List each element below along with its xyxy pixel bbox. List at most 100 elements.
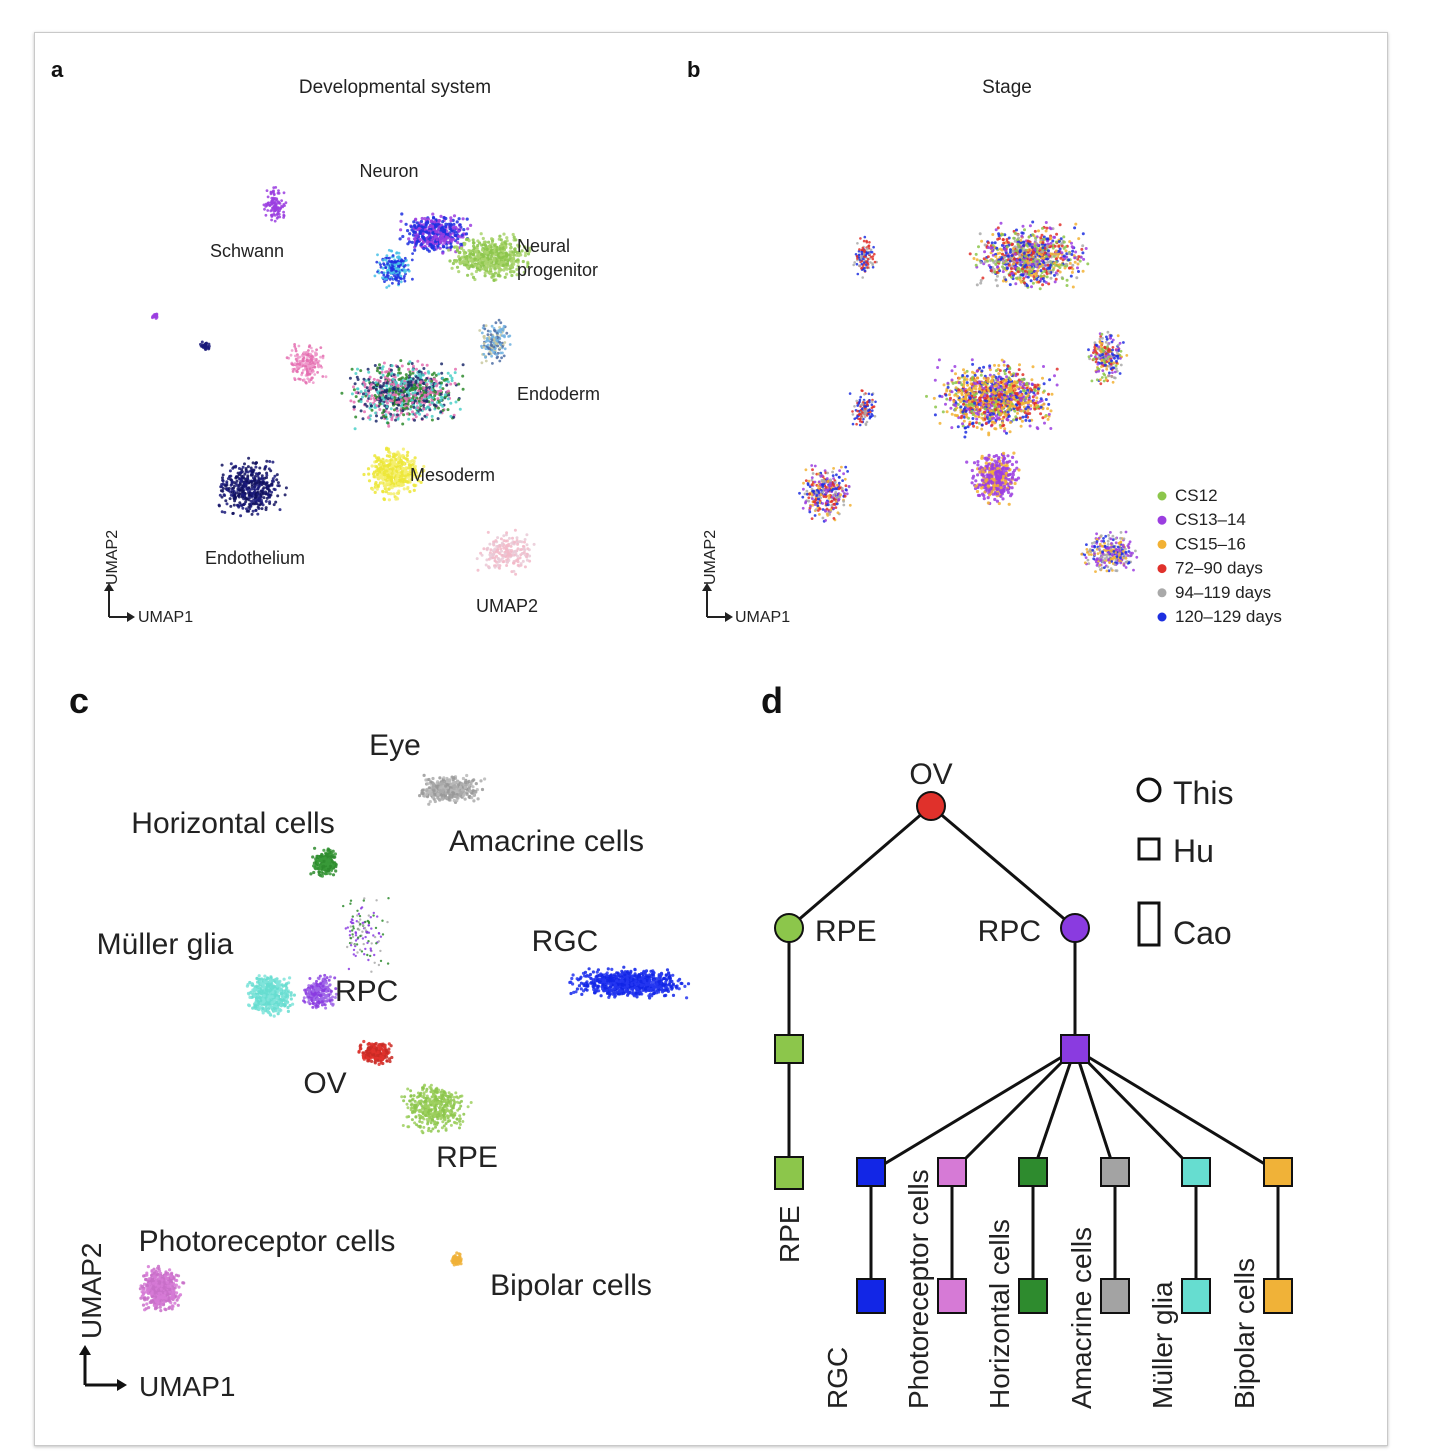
leaf-node-lower-0 [856,1278,886,1314]
cluster-mesoderm [340,359,465,431]
panel-b-axis: UMAP1 UMAP2 [702,530,790,626]
leaf-label-5: Bipolar cells [1229,1258,1260,1409]
leaf-node-upper-4 [1181,1157,1211,1187]
legend-hu: Hu [1173,833,1214,869]
cluster-rgc [568,965,691,1000]
cluster-rpc [302,973,338,1010]
cluster-endothelium [217,456,288,518]
cluster-bridge [342,897,390,973]
tree-edges [787,804,1280,1295]
cluster-ov [357,1039,394,1066]
panel-c-y-axis: UMAP2 [76,1243,107,1339]
panel-a: a Developmental system Neuron Schwann Ne… [51,57,600,626]
panel-b-x-axis: UMAP1 [735,609,790,626]
leaf-label-0: RGC [822,1347,853,1409]
legend-dot-4 [1157,588,1167,598]
label-photoreceptor-cells: Photoreceptor cells [139,1225,396,1258]
node-rpc-label: RPC [978,915,1041,948]
leaf-node-upper-3 [1100,1157,1130,1187]
tree-leaves: RPE RGC Photoreceptor cells Horizontal cell… [774,1156,1293,1409]
stage-cluster-schwann [852,235,878,279]
leaf-label-3: Amacrine cells [1066,1227,1097,1409]
label-umap2-cluster: UMAP2 [476,596,538,616]
stage-cluster-neural [968,220,1090,291]
cluster-neural-blue [373,248,414,289]
label-endothelium: Endothelium [205,548,305,568]
cluster-rpe [400,1083,473,1135]
cluster-endoderm [478,318,512,365]
cluster-amacrine [418,773,487,806]
leaf-node-upper-0 [856,1157,886,1187]
stage-cluster-lower [965,451,1021,506]
cluster-bipolar [450,1251,463,1267]
label-neural-progenitor-2: progenitor [517,260,598,280]
label-neuron: Neuron [359,161,418,181]
leaf-node-lower-2 [1018,1278,1048,1314]
panel-a-scatter [151,186,536,576]
leaf-node-upper-5 [1263,1157,1293,1187]
leaf-node-upper-2 [1018,1157,1048,1187]
legend-this: This [1173,775,1233,811]
leaf-label-1: Photoreceptor cells [903,1169,934,1409]
node-rpe-label: RPE [815,915,877,948]
leaf-node-lower-5 [1263,1278,1293,1314]
stage-cluster-endoderm [1087,330,1129,386]
leaf-node-lower-1 [937,1278,967,1314]
legend-dot-2 [1157,539,1167,549]
node-ov-label: OV [909,758,952,791]
label-rpc: RPC [335,975,398,1008]
stage-cluster-mesoderm [925,358,1059,439]
node-ov [916,791,946,821]
label-eye: Eye [369,729,421,762]
panel-c-letter: c [69,680,89,721]
panel-a-x-axis: UMAP1 [138,609,193,626]
legend-label-4: 94–119 days [1175,583,1271,602]
leaf-label-2: Horizontal cells [984,1219,1015,1409]
cluster-mesoderm-yellow [362,446,426,502]
node-rpe [774,913,804,943]
legend-dot-1 [1157,515,1167,525]
legend-dot-5 [1157,612,1167,622]
panel-c-x-axis: UMAP1 [139,1371,235,1402]
panel-b-scatter [798,220,1139,573]
leaf-rpe-node [774,1156,804,1190]
panel-d: d This Hu Cao [761,680,1293,1409]
cluster-small-purple [151,312,159,320]
stage-cluster-pink [1080,530,1139,573]
leaf-label-4: Müller glia [1147,1281,1178,1409]
legend-label-0: CS12 [1175,486,1218,505]
cluster-neuron [398,212,473,255]
panel-a-letter: a [51,57,64,82]
panel-d-legend: This Hu Cao [1136,775,1233,951]
label-mesoderm: Mesoderm [410,465,495,485]
figure-canvas: a Developmental system Neuron Schwann Ne… [51,57,1293,1409]
label-bipolar-cells: Bipolar cells [490,1269,652,1302]
stage-cluster-left [848,389,877,427]
figure: a Developmental system Neuron Schwann Ne… [34,32,1388,1446]
panel-b-y-axis: UMAP2 [702,530,719,585]
leaf-node-upper-1 [937,1157,967,1187]
legend-cao: Cao [1173,915,1232,951]
legend-rect-cao [1137,901,1161,947]
legend-label-5: 120–129 days [1175,607,1282,626]
panel-a-axis: UMAP1 UMAP2 [104,530,193,626]
label-rpe: RPE [436,1141,498,1174]
panel-c-scatter [138,773,691,1313]
node-rpc [1060,913,1090,943]
cluster-horizontal [309,846,338,878]
legend-dot-3 [1157,564,1167,574]
panel-c-axis: UMAP1 UMAP2 [76,1243,235,1402]
panel-d-letter: d [761,680,783,721]
label-ov: OV [303,1067,346,1100]
cluster-schwann [262,186,288,223]
cluster-light-pink [475,528,536,576]
leaf-rpe-label: RPE [774,1205,805,1263]
cluster-neural-progenitor [447,232,532,282]
panel-c: c Eye Horizontal cells Amacrine cells Mü… [69,680,691,1402]
cluster-small-navy [199,340,211,351]
label-rgc: RGC [532,925,599,958]
node-hu-rpe [774,1034,804,1064]
label-amacrine-cells: Amacrine cells [449,825,644,858]
